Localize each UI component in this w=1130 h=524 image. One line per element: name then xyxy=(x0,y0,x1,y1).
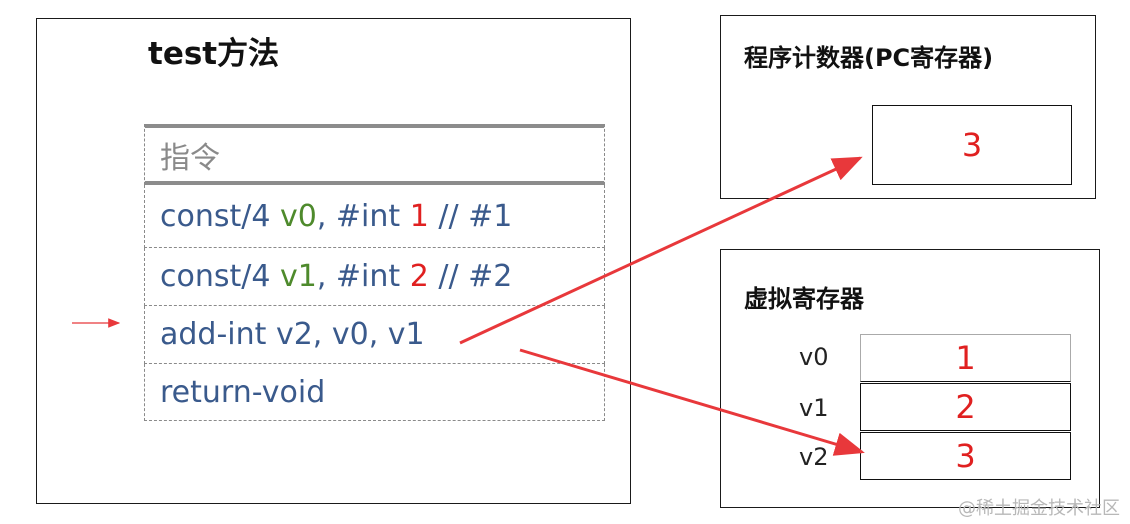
registers-title: 虚拟寄存器 xyxy=(744,285,864,313)
method-frame xyxy=(36,18,631,504)
instr-op: add-int v2, v0, v1 xyxy=(160,317,425,352)
instruction-table: 指令 const/4 v0, #int 1 // #1 const/4 v1, … xyxy=(144,124,605,421)
register-value: 1 xyxy=(955,339,976,377)
register-label-v2: v2 xyxy=(799,443,829,471)
instr-op: const/4 xyxy=(160,259,280,294)
pc-register-frame xyxy=(720,15,1096,199)
register-cell-v2: 3 xyxy=(860,432,1071,480)
register-cell-v1: 2 xyxy=(860,383,1071,431)
register-value: 2 xyxy=(955,388,976,426)
virtual-registers-frame xyxy=(720,249,1100,508)
register-label-v1: v1 xyxy=(799,394,829,422)
instr-mid: , #int xyxy=(316,198,410,234)
register-value: 3 xyxy=(955,437,976,475)
instr-imm: 2 xyxy=(409,259,429,294)
instruction-row-4: return-void xyxy=(144,364,605,421)
instruction-row-1: const/4 v0, #int 1 // #1 xyxy=(144,185,605,248)
instruction-row-3: add-int v2, v0, v1 xyxy=(144,306,605,364)
instr-reg: v1 xyxy=(280,259,317,294)
write-v2-arrow xyxy=(519,348,865,456)
register-cell-v0: 1 xyxy=(860,334,1071,382)
watermark: @稀土掘金技术社区 xyxy=(958,498,1120,519)
instr-comment: // #1 xyxy=(428,198,513,234)
instr-imm: 1 xyxy=(409,198,429,234)
instruction-row-2: const/4 v1, #int 2 // #2 xyxy=(144,248,605,306)
instr-mid: , #int xyxy=(316,259,410,294)
table-header: 指令 xyxy=(144,124,605,185)
instr-op: const/4 xyxy=(160,198,280,234)
method-title: test方法 xyxy=(148,36,280,72)
pc-value-box: 3 xyxy=(872,105,1072,185)
pc-title: 程序计数器(PC寄存器) xyxy=(744,44,994,72)
register-label-v0: v0 xyxy=(799,343,829,371)
pc-update-arrow xyxy=(459,156,863,345)
table-header-label: 指令 xyxy=(160,140,220,176)
instr-reg: v0 xyxy=(280,198,317,234)
pc-value: 3 xyxy=(961,126,983,164)
instr-comment: // #2 xyxy=(428,259,513,294)
instr-op: return-void xyxy=(160,374,326,410)
